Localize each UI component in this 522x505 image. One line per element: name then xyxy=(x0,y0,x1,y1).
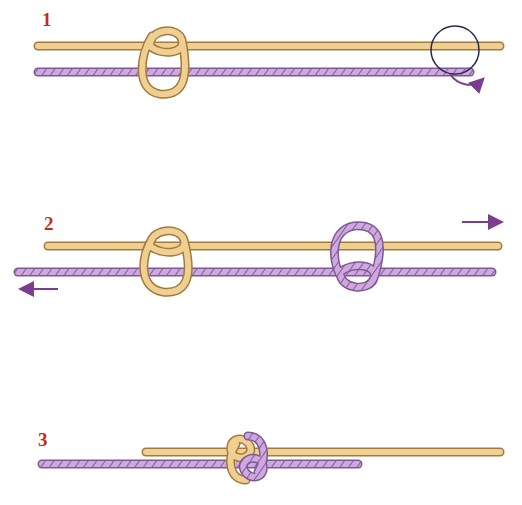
step-number: 3 xyxy=(38,430,48,449)
step-number: 2 xyxy=(44,214,54,233)
step-number: 1 xyxy=(42,10,52,29)
